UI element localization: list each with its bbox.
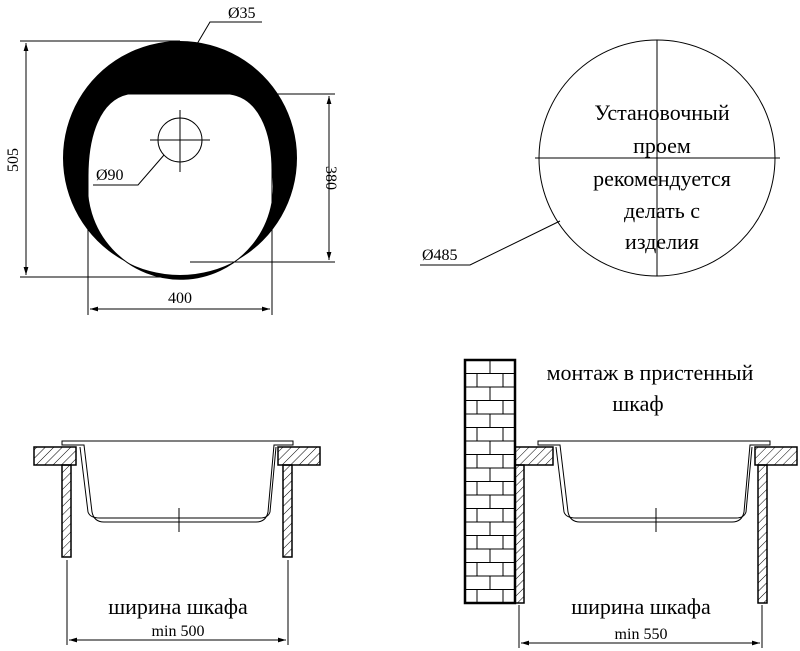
wall-note-line-1: монтаж в пристенный [547, 360, 754, 385]
dim-505-label: 505 [5, 148, 22, 172]
cabinet-wall-left-r [514, 464, 525, 604]
cabinet-wall-right [282, 464, 293, 558]
countertop-left-r [514, 446, 554, 466]
section-right-min-width: min 550 [615, 626, 668, 643]
wall-note-line-2: шкаф [612, 391, 663, 416]
tap-hole-diameter-label: Ø35 [228, 5, 256, 22]
tap-hole-leader [183, 21, 262, 67]
sink-section-inner-r [555, 446, 753, 519]
cutout-note-line-4: делать с [624, 198, 700, 223]
sink-section-r [537, 440, 771, 523]
bowl-outline [86, 93, 274, 280]
sink-rim [62, 41, 297, 280]
drain-leader [93, 154, 165, 186]
cutout-note-line-5: изделия [625, 229, 699, 254]
sink-top-view: 505 380 400 Ø35 Ø90 [5, 5, 339, 315]
countertop-left [33, 446, 77, 466]
section-right-label: ширина шкафа [571, 594, 711, 619]
section-left-label: ширина шкафа [108, 594, 248, 619]
dim-380-label: 380 [322, 166, 339, 190]
cutout-note-line-1: Установочный [594, 100, 729, 125]
cutout-note: Установочный проем рекомендуется делать … [593, 100, 731, 254]
section-left: ширина шкафа min 500 [33, 440, 321, 645]
drain-diameter-label: Ø90 [96, 167, 124, 184]
section-right: монтаж в пристенный шкаф ширина шкафа mi… [463, 358, 798, 648]
sink-section [61, 440, 294, 523]
countertop-right-r [754, 446, 798, 466]
cutout-note-line-3: рекомендуется [593, 166, 731, 191]
countertop-right [277, 446, 321, 466]
cutout-view: Установочный проем рекомендуется делать … [420, 39, 780, 277]
brick-wall [463, 358, 517, 605]
cabinet-wall-left [61, 464, 72, 558]
cutout-leader [420, 220, 561, 266]
brick-courses [465, 360, 515, 603]
section-left-min-width: min 500 [152, 623, 205, 640]
cutout-note-line-2: проем [633, 133, 691, 158]
cabinet-wall-right-r [757, 464, 768, 604]
dim-400-label: 400 [168, 290, 192, 307]
cutout-diameter-label: Ø485 [422, 247, 458, 264]
sink-section-inner [79, 446, 277, 519]
